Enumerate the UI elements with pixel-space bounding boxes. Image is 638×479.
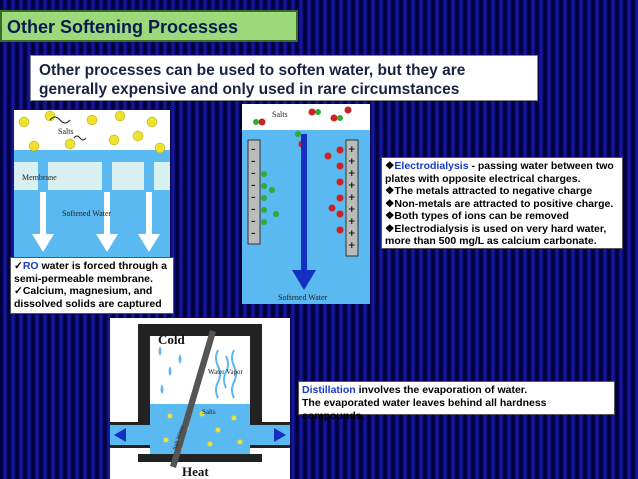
svg-text:+: + [348, 241, 356, 251]
svg-text:+: + [348, 229, 356, 239]
svg-text:+: + [348, 205, 356, 215]
ed-line-6: ❖Electrodialysis is used on very hard wa… [385, 222, 607, 235]
svg-text:–: – [251, 157, 256, 167]
svg-text:+: + [348, 145, 356, 155]
dist-salts-label: Salts [202, 408, 216, 416]
ed-line-4: ❖Non-metals are attracted to positive ch… [385, 197, 614, 210]
intro-line-1: Other processes can be used to soften wa… [39, 62, 466, 79]
dist-line-2: The evaporated water leaves behind all h… [302, 397, 547, 422]
ro-description: ✓RO water is forced through a semi-perme… [10, 257, 174, 314]
ro-bullet-1-cont: semi-permeable membrane. [14, 272, 153, 285]
ro-bullet-1: ✓RO water is forced through a [14, 260, 167, 272]
slide-title: Other Softening Processes [7, 17, 239, 37]
electrodialysis-description: ❖Electrodialysis - passing water between… [381, 157, 623, 249]
ro-bullet-2-cont: dissolved solids are captured [14, 297, 162, 310]
ed-line-7: more than 500 mg/L as calcium carbonate. [385, 235, 597, 247]
dist-vapor-label: Water Vapor [208, 368, 244, 376]
svg-text:+: + [348, 193, 356, 203]
intro-line-2: generally expensive and only used in rar… [39, 81, 460, 98]
svg-text:+: + [348, 157, 356, 167]
svg-text:+: + [348, 217, 356, 227]
reverse-osmosis-diagram: Salts Membrane Softened Water [14, 110, 170, 260]
svg-text:–: – [251, 169, 256, 179]
svg-text:–: – [251, 181, 256, 191]
ed-line-1: ❖Electrodialysis - passing water between… [385, 160, 614, 172]
distillation-description: Distillation involves the evaporation of… [298, 381, 615, 422]
distillation-diagram: Cold Water Vapor Salts Heat Salt Water [110, 318, 290, 479]
svg-text:–: – [251, 193, 256, 203]
ed-line-5: ❖Both types of ions can be removed [385, 210, 569, 222]
ro-softened-label: Softened Water [62, 209, 112, 218]
dist-heat-label: Heat [182, 464, 209, 479]
ed-line-2: plates with opposite electrical charges. [385, 172, 581, 185]
intro-box: Other processes can be used to soften wa… [30, 55, 538, 101]
ro-membrane-label: Membrane [22, 173, 57, 182]
ed-softened-label: Softened Water [278, 293, 328, 302]
dist-line-1: Distillation involves the evaporation of… [302, 384, 528, 396]
svg-text:–: – [251, 229, 256, 239]
dist-cold-label: Cold [158, 332, 186, 347]
ro-bullet-2: ✓Calcium, magnesium, and [14, 285, 153, 297]
svg-text:–: – [251, 217, 256, 227]
electrodialysis-diagram: Salts – – – – – – – – + + + + + + + + + Softened Wat… [242, 104, 370, 304]
svg-text:–: – [251, 205, 256, 215]
ed-line-3: ❖The metals attracted to negative charge [385, 185, 593, 197]
svg-text:+: + [348, 181, 356, 191]
svg-text:+: + [348, 169, 356, 179]
svg-text:–: – [251, 145, 256, 155]
ro-salts-label: Salts [58, 127, 74, 136]
slide-title-box: Other Softening Processes [0, 10, 298, 42]
ed-salts-label: Salts [272, 110, 288, 119]
